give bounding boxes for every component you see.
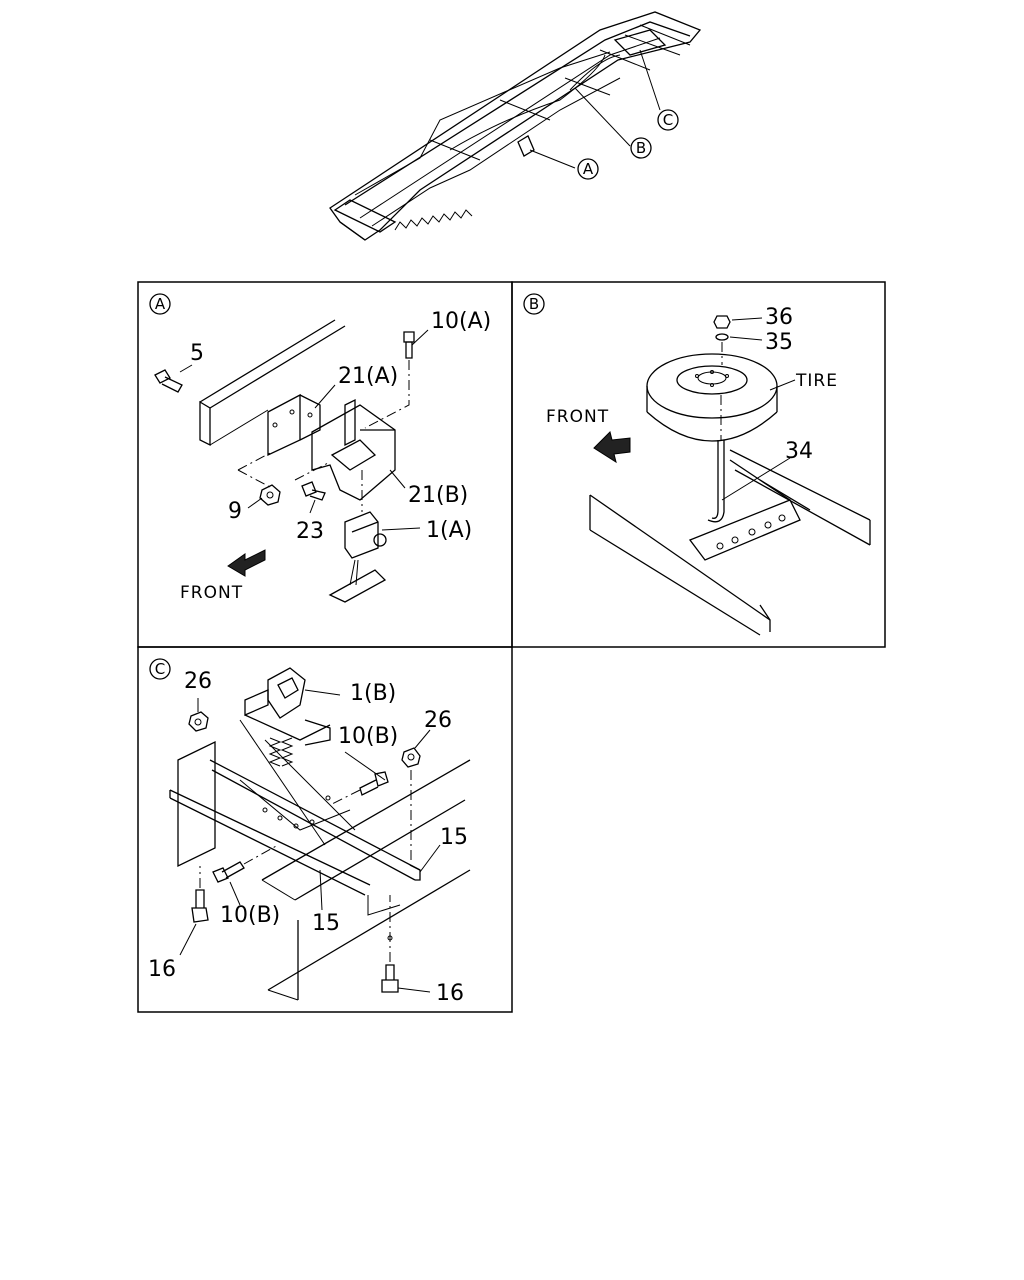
overview-callout-b-text: B (636, 139, 646, 157)
label-16-right: 16 (436, 981, 464, 1006)
label-35: 35 (765, 330, 793, 355)
label-1a: 1(A) (426, 518, 472, 543)
label-10a: 10(A) (431, 309, 491, 334)
label-tire: TIRE (795, 371, 838, 391)
overview-callout-c: C (657, 109, 679, 131)
label-16-left: 16 (148, 957, 176, 982)
label-15-left: 15 (312, 911, 340, 936)
label-10b-bottom: 10(B) (220, 903, 280, 928)
label-5: 5 (190, 341, 204, 366)
chassis-overview (329, 11, 702, 241)
front-label-b: FRONT (546, 407, 609, 427)
panel-b-frame (511, 281, 886, 648)
label-26-right: 26 (424, 708, 452, 733)
svg-text:A: A (155, 295, 166, 313)
panel-a-drawing (154, 319, 429, 603)
svg-text:C: C (155, 660, 165, 678)
overview-callout-b: B (630, 137, 652, 159)
panel-a-tag: A (149, 293, 171, 315)
overview-callout-a-text: A (583, 160, 594, 178)
panel-c-frame (137, 646, 513, 1013)
panel-b-drawing (589, 315, 871, 636)
svg-text:B: B (529, 295, 539, 313)
overview-callout-a: A (577, 158, 599, 180)
label-21a: 21(A) (338, 364, 398, 389)
panel-c-tag: C (149, 658, 171, 680)
label-9: 9 (228, 499, 242, 524)
label-1b: 1(B) (350, 681, 396, 706)
label-26-left: 26 (184, 669, 212, 694)
label-23: 23 (296, 519, 324, 544)
label-15-right: 15 (440, 825, 468, 850)
label-21b: 21(B) (408, 483, 468, 508)
label-36: 36 (765, 305, 793, 330)
front-label-a: FRONT (180, 583, 243, 603)
label-34: 34 (785, 439, 813, 464)
panel-b-tag: B (523, 293, 545, 315)
label-10b-top: 10(B) (338, 724, 398, 749)
overview-callout-c-text: C (663, 111, 673, 129)
panel-c-drawing (169, 667, 471, 1001)
